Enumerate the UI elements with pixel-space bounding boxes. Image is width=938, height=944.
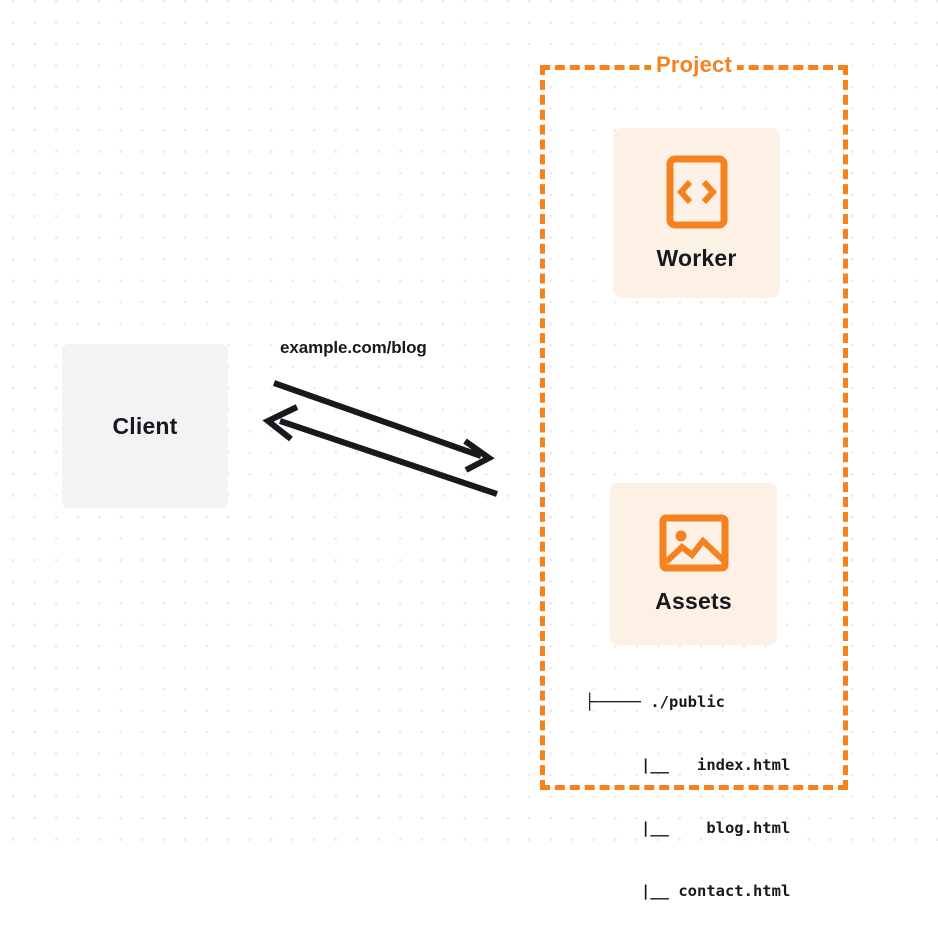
request-response-arrows: [262, 380, 498, 497]
code-file-icon: [666, 155, 728, 229]
file-tree-row: |__ contact.html: [585, 882, 791, 900]
client-node-label: Client: [112, 412, 178, 439]
request-url-label: example.com/blog: [280, 338, 427, 357]
file-tree-row: ├───── ./public: [585, 693, 725, 711]
assets-node-label: Assets: [655, 587, 732, 614]
client-node[interactable]: Client: [62, 344, 228, 508]
incoming-response-arrow: [262, 404, 498, 497]
assets-file-tree: ├───── ./public |__ index.html |__ blog.…: [585, 650, 790, 944]
assets-node[interactable]: Assets: [610, 483, 777, 645]
worker-node-label: Worker: [656, 244, 737, 271]
project-title: Project: [540, 52, 848, 78]
worker-node[interactable]: Worker: [613, 128, 780, 298]
file-tree-row: |__ index.html: [585, 756, 791, 774]
project-title-text: Project: [651, 52, 737, 77]
image-icon: [659, 514, 729, 572]
diagram-canvas: Client example.com/blog Project Worker: [0, 0, 938, 900]
outgoing-request-arrow: [273, 380, 495, 473]
file-tree-row: |__ blog.html: [585, 819, 791, 837]
